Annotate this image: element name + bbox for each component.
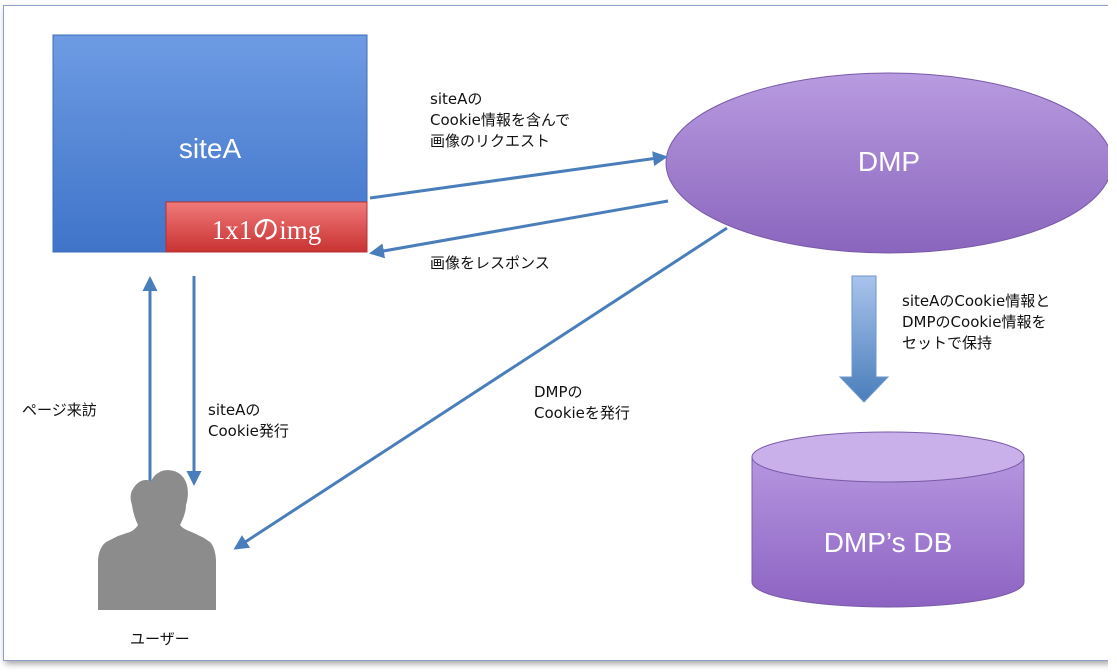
siteA-label: siteA xyxy=(178,133,242,164)
arrow-request xyxy=(369,151,668,200)
request-label: siteAの Cookie情報を含んで 画像のリクエスト xyxy=(430,90,571,150)
dmp-cookie-label: DMPの Cookieを発行 xyxy=(534,383,630,422)
user-icon xyxy=(98,470,216,610)
siteA-cookie-label: siteAの Cookie発行 xyxy=(208,401,289,440)
db-label: DMP’s DB xyxy=(823,527,953,558)
user-label: ユーザー xyxy=(130,630,190,648)
arrow-store xyxy=(838,275,890,403)
arrow-dmp-cookie xyxy=(233,226,728,550)
visit-label: ページ来訪 xyxy=(22,401,97,419)
pixel-box xyxy=(165,201,368,253)
db-cylinder xyxy=(751,431,1025,608)
response-label: 画像をレスポンス xyxy=(430,254,550,272)
store-label: siteAのCookie情報と DMPのCookie情報を セットで保持 xyxy=(902,292,1051,352)
pixel-label: 1x1のimg xyxy=(211,215,322,245)
arrow-response xyxy=(369,199,669,259)
dmp-label: DMP xyxy=(857,146,921,177)
